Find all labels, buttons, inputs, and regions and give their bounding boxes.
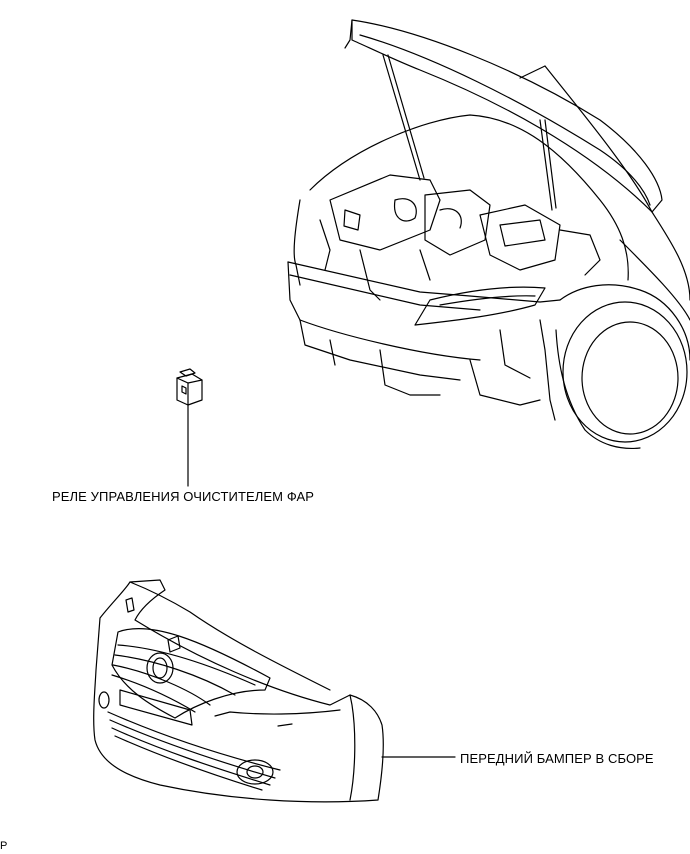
front-bumper-illustration (93, 579, 456, 803)
corner-mark: P (0, 840, 8, 852)
car-front-illustration (287, 19, 690, 450)
relay-label: РЕЛЕ УПРАВЛЕНИЯ ОЧИСТИТЕЛЕМ ФАР (52, 489, 315, 504)
headlamp-cleaner-relay-illustration (176, 368, 203, 487)
bumper-label: ПЕРЕДНИЙ БАМПЕР В СБОРЕ (460, 751, 654, 766)
